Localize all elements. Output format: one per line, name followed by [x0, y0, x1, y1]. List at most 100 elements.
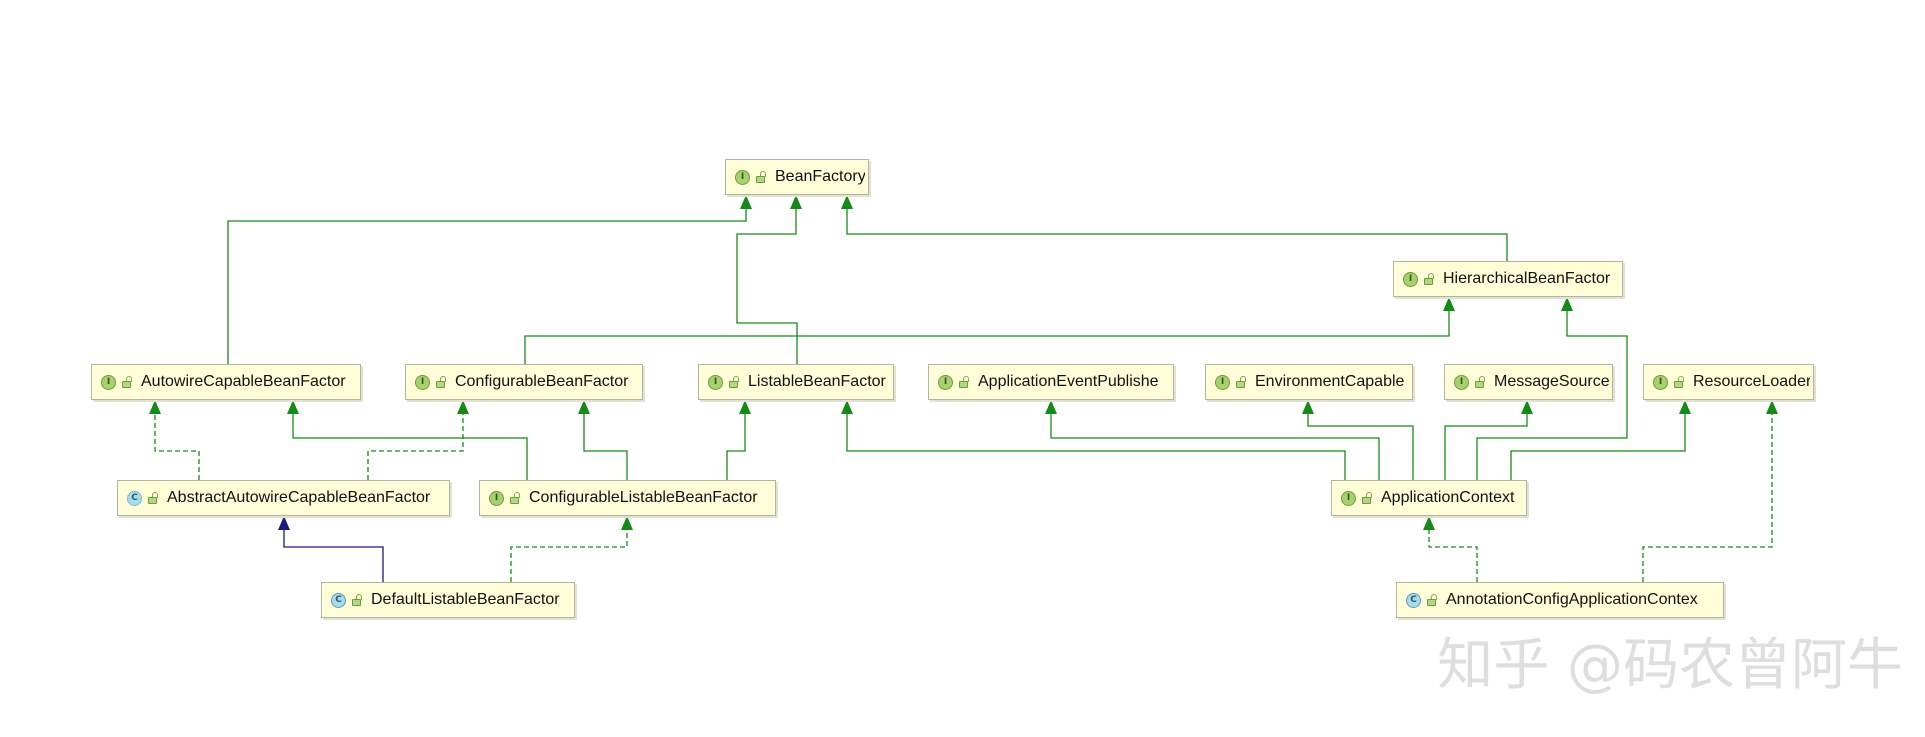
interface-icon-letter: I — [1459, 377, 1464, 387]
arrow-head — [287, 400, 299, 414]
interface-icon-letter: I — [943, 377, 948, 387]
interface-icon-letter: I — [1408, 274, 1413, 284]
arrow-head — [1766, 400, 1778, 414]
node-label: AutowireCapableBeanFactor — [141, 373, 346, 390]
node-label: AnnotationConfigApplicationContex — [1446, 591, 1698, 608]
public-visibility-icon — [122, 376, 132, 389]
node-label: HierarchicalBeanFactor — [1443, 270, 1611, 287]
interface-icon-letter: I — [713, 377, 718, 387]
interface-icon-letter: I — [740, 172, 745, 182]
interface-icon: I — [938, 375, 953, 390]
edge-default-listable-to-configurable-listable — [510, 516, 633, 582]
node-autowire-capable-bean-factory[interactable]: I AutowireCapableBeanFactor — [91, 364, 361, 400]
edge-listable-to-bean-factory — [736, 195, 802, 364]
node-label: DefaultListableBeanFactor — [371, 591, 560, 608]
arrow-head — [149, 400, 161, 414]
class-icon-letter: C — [335, 595, 342, 605]
node-annotation-config-application-context[interactable]: C AnnotationConfigApplicationContex — [1396, 582, 1724, 618]
edge-abstract-autowire-to-configurable — [367, 400, 469, 480]
node-default-listable-bean-factory[interactable]: C DefaultListableBeanFactor — [321, 582, 575, 618]
interface-icon: I — [101, 375, 116, 390]
arrow-head — [457, 400, 469, 414]
interface-icon-letter: I — [494, 493, 499, 503]
class-icon-letter: C — [131, 493, 138, 503]
arrow-head — [790, 195, 802, 209]
class-icon: C — [1406, 593, 1421, 608]
interface-icon: I — [1454, 375, 1469, 390]
interface-icon: I — [415, 375, 430, 390]
node-label: ApplicationContext — [1381, 489, 1515, 506]
interface-icon: I — [1341, 491, 1356, 506]
public-visibility-icon — [729, 376, 739, 389]
arrow-head — [1045, 400, 1057, 414]
node-abstract-autowire-capable-bean-factory[interactable]: C AbstractAutowireCapableBeanFactor — [117, 480, 450, 516]
node-label: ConfigurableBeanFactor — [455, 373, 629, 390]
node-configurable-listable-bean-factory[interactable]: I ConfigurableListableBeanFactor — [479, 480, 776, 516]
node-label: MessageSource — [1494, 373, 1609, 390]
public-visibility-icon — [510, 492, 520, 505]
node-label: BeanFactory — [775, 168, 865, 185]
node-label: ApplicationEventPublishe — [978, 373, 1159, 390]
interface-icon: I — [1215, 375, 1230, 390]
edge-annotation-config-to-application-context — [1423, 516, 1478, 582]
arrow-head — [278, 516, 290, 530]
interface-icon-letter: I — [420, 377, 425, 387]
interface-icon: I — [1653, 375, 1668, 390]
edge-application-context-to-environment-capable — [1302, 400, 1414, 480]
public-visibility-icon — [959, 376, 969, 389]
node-label: ResourceLoader — [1693, 373, 1810, 390]
node-application-event-publisher[interactable]: I ApplicationEventPublishe — [928, 364, 1174, 400]
public-visibility-icon — [352, 594, 362, 607]
interface-icon-letter: I — [1658, 377, 1663, 387]
arrow-head — [1443, 297, 1455, 311]
edge-abstract-autowire-to-autowire-capable — [149, 400, 200, 480]
arrow-head — [1679, 400, 1691, 414]
interface-icon-letter: I — [1346, 493, 1351, 503]
arrow-head — [1521, 400, 1533, 414]
edge-application-context-to-listable — [841, 400, 1346, 480]
node-environment-capable[interactable]: I EnvironmentCapable — [1205, 364, 1413, 400]
abstract-class-icon: C — [127, 491, 142, 506]
arrow-head — [621, 516, 633, 530]
edge-default-listable-extends-abstract-autowire — [278, 516, 384, 582]
interface-icon: I — [708, 375, 723, 390]
interface-icon-letter: I — [1220, 377, 1225, 387]
public-visibility-icon — [1424, 273, 1434, 286]
public-visibility-icon — [1475, 376, 1485, 389]
node-label: AbstractAutowireCapableBeanFactor — [167, 489, 431, 506]
public-visibility-icon — [1362, 492, 1372, 505]
node-application-context[interactable]: I ApplicationContext — [1331, 480, 1527, 516]
node-label: ConfigurableListableBeanFactor — [529, 489, 758, 506]
node-configurable-bean-factory[interactable]: I ConfigurableBeanFactor — [405, 364, 643, 400]
class-icon: C — [331, 593, 346, 608]
node-resource-loader[interactable]: I ResourceLoader — [1643, 364, 1814, 400]
edge-application-context-to-message-source — [1444, 400, 1533, 480]
edge-configurable-listable-to-autowire-capable — [287, 400, 528, 480]
public-visibility-icon — [1674, 376, 1684, 389]
public-visibility-icon — [436, 376, 446, 389]
watermark: 知乎 @码农曾阿牛 — [1437, 633, 1903, 698]
edge-autowire-capable-to-bean-factory — [227, 195, 752, 364]
arrow-head — [740, 195, 752, 209]
interface-icon: I — [489, 491, 504, 506]
edge-hierarchical-to-bean-factory — [841, 195, 1508, 261]
node-label: EnvironmentCapable — [1255, 373, 1405, 390]
arrow-head — [739, 400, 751, 414]
arrow-head — [1302, 400, 1314, 414]
node-message-source[interactable]: I MessageSource — [1444, 364, 1613, 400]
interface-icon-letter: I — [106, 377, 111, 387]
edge-configurable-listable-to-configurable — [578, 400, 628, 480]
edge-application-context-to-event-publisher — [1045, 400, 1380, 480]
node-bean-factory[interactable]: I BeanFactory — [725, 159, 869, 195]
node-listable-bean-factory[interactable]: I ListableBeanFactor — [698, 364, 894, 400]
arrow-head — [1423, 516, 1435, 530]
edge-configurable-to-hierarchical — [524, 297, 1455, 364]
arrow-head — [841, 195, 853, 209]
public-visibility-icon — [756, 171, 766, 184]
node-label: ListableBeanFactor — [748, 373, 886, 390]
edge-configurable-listable-to-listable — [726, 400, 751, 480]
node-hierarchical-bean-factory[interactable]: I HierarchicalBeanFactor — [1393, 261, 1623, 297]
interface-icon: I — [1403, 272, 1418, 287]
edge-annotation-config-to-resource-loader — [1642, 400, 1778, 582]
